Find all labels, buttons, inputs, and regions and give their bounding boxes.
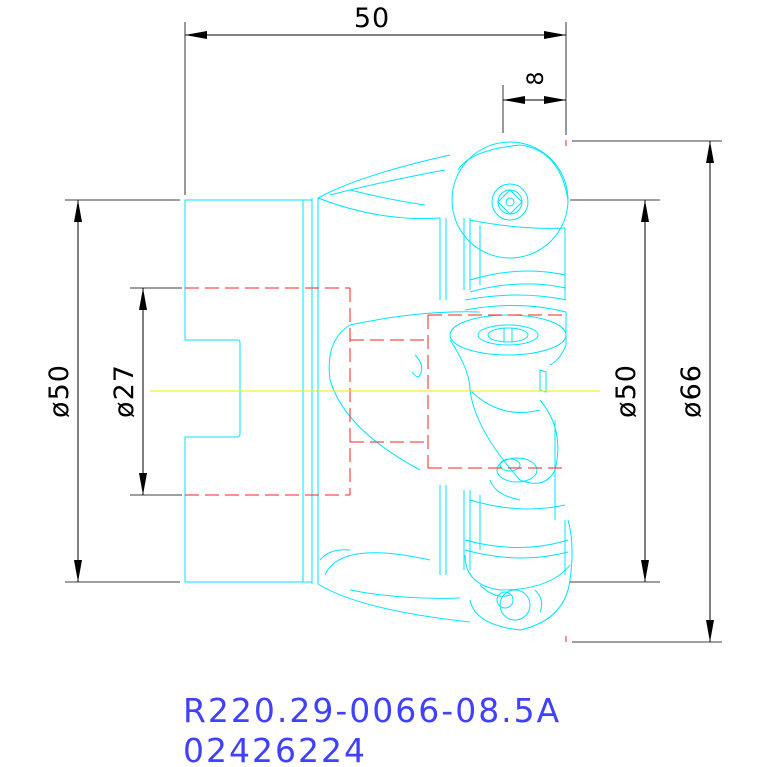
dim-bore-diameter: ø27 — [109, 364, 140, 418]
dimension-lines — [65, 22, 722, 643]
dim-insert-offset: 8 — [524, 71, 549, 86]
dim-shank-diameter: ø50 — [44, 364, 75, 418]
dim-overall-length: 50 — [354, 3, 390, 34]
part-outline — [184, 141, 573, 631]
dim-cutting-diameter: ø66 — [676, 364, 707, 418]
part-item-number: 02426224 — [183, 731, 367, 767]
dim-body-diameter: ø50 — [611, 364, 642, 418]
part-designation: R220.29-0066-08.5A — [183, 691, 561, 730]
